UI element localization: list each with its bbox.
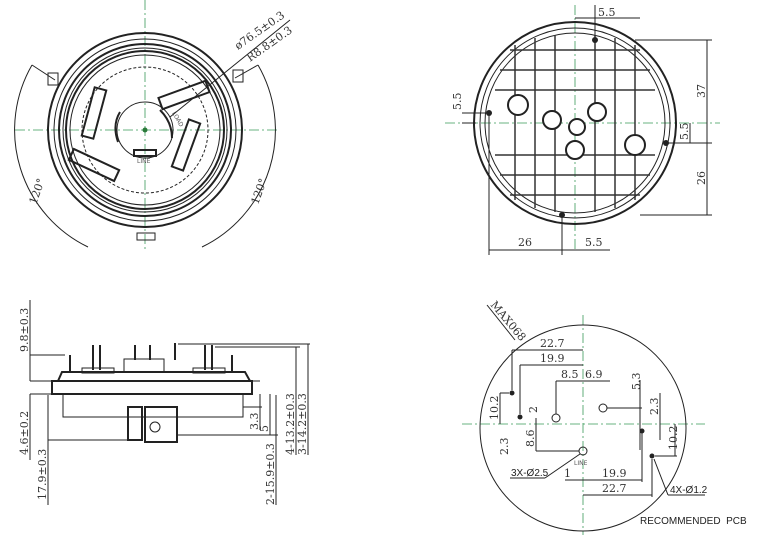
max-label: MAX068: [488, 299, 529, 344]
side-view: 9.8±0.3 4.6±0.2 17.9±0.3 3.3 5 2-15.9±0.…: [18, 300, 310, 505]
dim-flange: 4.6±0.2: [18, 411, 31, 455]
pcb-view: MAX068 22.7 19.9 8.5 6.9 5.3 2.3 10.2 2 …: [462, 299, 747, 535]
dim-left-offset: 5.5: [451, 93, 464, 111]
sockets: [507, 94, 646, 160]
dim-right-height: 37: [695, 84, 708, 98]
dim-6-9: 6.9: [585, 368, 603, 381]
dim-total: 17.9±0.3: [36, 449, 49, 500]
dim-height-top: 9.8±0.3: [18, 308, 31, 352]
dim-8-6: 8.6: [524, 430, 537, 448]
pcb-line-label: LINE: [574, 460, 588, 467]
angle-arc-left: [14, 64, 89, 248]
pcb-caption: RECOMMENDED PCB: [640, 516, 747, 527]
tab-left: [47, 72, 59, 86]
dim-22-7-bottom: 22.7: [602, 482, 627, 495]
pins: [69, 343, 233, 372]
terminal-label-line: LINE: [137, 158, 151, 165]
tab-right: [232, 69, 244, 83]
dim-2-3-right: 2.3: [648, 398, 661, 416]
dim-pins-15-9: 2-15.9±0.3: [264, 443, 277, 505]
angle-arc-right: [201, 64, 276, 248]
dim-bottom-width: 26: [518, 236, 532, 249]
dim-10-2-right: 10.2: [667, 426, 680, 451]
dim-5-3: 5.3: [630, 373, 643, 391]
dim-5: 5: [258, 425, 271, 432]
angle-left-label: 120°: [27, 177, 48, 206]
angle-right-label: 120°: [249, 177, 270, 206]
dim-3-3: 3.3: [248, 413, 261, 431]
hole-small-label: 4X-Ø1.2: [670, 485, 708, 496]
dim-22-7-top: 22.7: [540, 337, 565, 350]
hole-large-label: 3X-Ø2.5: [511, 468, 549, 479]
terminals: [67, 79, 211, 183]
dim-pins-13-2: 4-13.2±0.3: [284, 393, 297, 455]
dim-8-5: 8.5: [561, 368, 579, 381]
dim-top-offset: 5.5: [598, 6, 616, 19]
dim-pins-14-2: 3-14.2±0.3: [296, 393, 309, 455]
bottom-view: 5.5 5.5 37 5.5 26 26 5.5: [445, 5, 720, 255]
dim-1: 1: [564, 467, 571, 480]
top-view: LINE LOAD ø76.5±0.3 R8.8±0.3 120° 120°: [14, 0, 295, 250]
dim-bottom-offset: 5.5: [585, 236, 603, 249]
dim-19-9-bottom: 19.9: [602, 467, 627, 480]
tab-bottom: [136, 232, 156, 241]
dim-right-offset: 5.5: [678, 123, 691, 141]
dim-19-9-top: 19.9: [540, 352, 565, 365]
dim-right-lower: 26: [695, 171, 708, 185]
dim-10-2-left: 10.2: [488, 396, 501, 421]
dim-2-3-left: 2.3: [498, 438, 511, 456]
dim-2: 2: [527, 406, 540, 413]
